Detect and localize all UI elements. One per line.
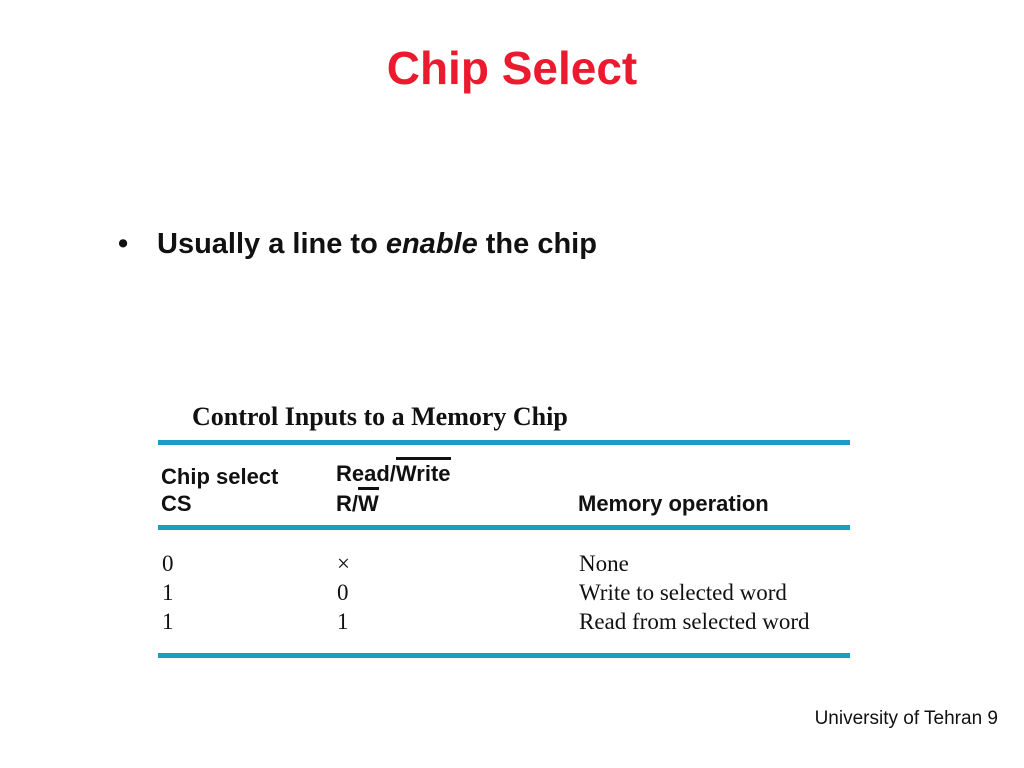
table-body: 0 × None 1 0 Write to selected word 1 1 … [158, 530, 850, 653]
bullet-text: Usually a line to enable the chip [157, 226, 597, 262]
table-bottom-rule [158, 653, 850, 658]
header-rw-label: R/W [336, 487, 578, 517]
header-memory-operation: Memory operation [578, 490, 850, 517]
bullet-text-emphasis: enable [385, 228, 478, 260]
table-top-rule [158, 440, 850, 445]
table-row: 1 1 Read from selected word [158, 607, 850, 636]
cell-rw: 0 [337, 580, 349, 605]
cell-operation: Write to selected word [579, 580, 787, 605]
bullet-item: • Usually a line to enable the chip [118, 226, 597, 262]
table-mid-rule [158, 525, 850, 530]
page-title: Chip Select [386, 42, 638, 94]
page-number: 9 [987, 708, 998, 729]
table-header-row: Chip select CS Read/Write R/W Memory ope… [158, 445, 850, 525]
header-chip-select: Chip select CS [158, 463, 336, 517]
bullet-icon: • [118, 228, 129, 260]
cell-rw: 1 [337, 609, 349, 634]
overline-write: Write [395, 457, 451, 485]
footer-text: University of Tehran [814, 708, 983, 729]
header-memory-operation-label: Memory operation [578, 491, 769, 516]
table-caption: Control Inputs to a Memory Chip [192, 402, 568, 431]
footer: University of Tehran 9 [815, 708, 998, 730]
bullet-text-prefix: Usually a line to [157, 228, 386, 260]
table-row: 1 0 Write to selected word [158, 578, 850, 607]
header-chip-select-label: Chip select [161, 464, 279, 489]
cell-cs: 1 [162, 580, 174, 605]
cell-operation: Read from selected word [579, 609, 810, 634]
cell-cs: 1 [162, 609, 174, 634]
header-read-write: Read/Write R/W [336, 457, 578, 517]
header-cs-label: CS [161, 491, 192, 516]
bullet-text-suffix: the chip [477, 228, 597, 260]
control-inputs-table: Control Inputs to a Memory Chip Chip sel… [158, 402, 850, 658]
header-read-write-label: Read/Write [336, 457, 578, 487]
overline-w: W [358, 487, 379, 515]
table-row: 0 × None [158, 549, 850, 578]
cell-rw: × [337, 551, 350, 576]
cell-cs: 0 [162, 551, 174, 576]
cell-operation: None [579, 551, 629, 576]
